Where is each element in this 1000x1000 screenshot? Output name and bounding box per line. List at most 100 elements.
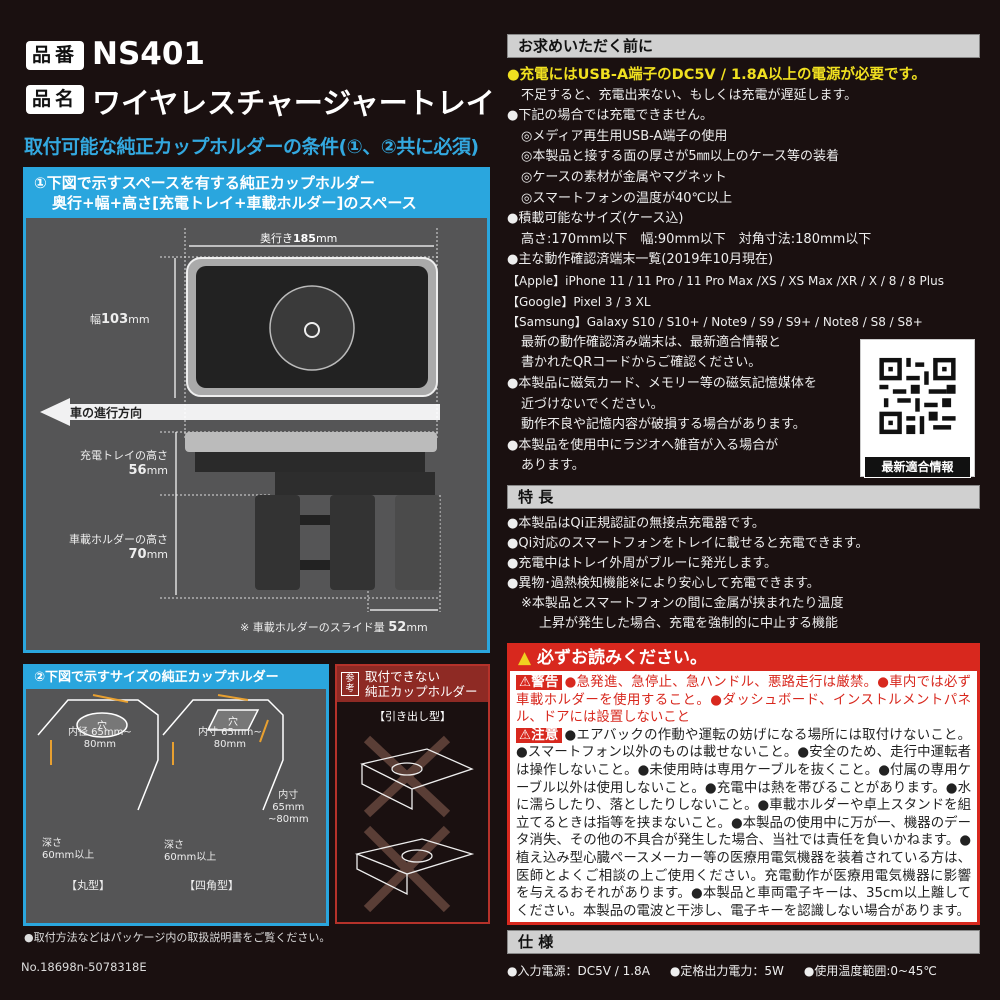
before-use-line: 書かれたQRコードからご確認ください。 (521, 355, 762, 371)
feature-item: ●充電中はトレイ外周がブルーに発光します。 (507, 556, 778, 571)
before-use-line: ●本製品を使用中にラジオへ雑音が入る場合が (507, 437, 779, 453)
holder-height-label: 車載ホルダーの高さ (69, 533, 168, 546)
round-type-label: 【丸型】 (66, 879, 110, 892)
slide-amount: ※ 車載ホルダーのスライド量 52mm (240, 620, 428, 635)
round-inner-dim: 内径 65mm~80mm (68, 727, 132, 751)
before-use-line: ◎本製品と接する面の厚さが5㎜以上のケース等の装着 (521, 149, 839, 165)
tray-height-value: 56 (128, 463, 147, 478)
feature-note: ※本製品とスマートフォンの間に金属が挟まれたり温度 (521, 596, 844, 611)
square-inner-label2: 80mm (213, 739, 246, 750)
square-depth-label: 深さ (164, 840, 184, 851)
width-unit: mm (128, 313, 150, 326)
square-side-label2: 65mm (272, 802, 305, 813)
before-use-line: 不足すると、充電出来ない、もしくは充電が遅延します。 (521, 87, 858, 103)
before-use-line: ●主な動作確認済端末一覧(2019年10月現在) (507, 252, 774, 268)
warning-title: 必ずお読みください。 (537, 648, 707, 668)
spec-input-power: ●入力電源：DC5V / 1.8A (507, 964, 650, 978)
caution-text: ●エアバックの作動や運転の妨げになる場所には取付けないこと。●スマートフォン以外… (516, 727, 971, 919)
tray-height-unit: mm (146, 464, 168, 477)
specs-list: ●入力電源：DC5V / 1.8A ●定格出力電力：5W ●使用温度範囲:0~4… (507, 962, 937, 979)
tray-height-label: 充電トレイの高さ (80, 449, 168, 462)
drawer-type-cupholder-illustration (354, 735, 475, 913)
before-use-line: ◎スマートフォンの温度が40℃以上 (521, 190, 733, 206)
spec-temperature-range: ●使用温度範囲:0~45℃ (803, 964, 937, 978)
condition1-header: ①下図で示すスペースを有する純正カップホルダー 奥行+幅+高さ[充電トレイ+車載… (26, 170, 487, 218)
reference-type: 【引き出し型】 (374, 710, 451, 723)
before-use-line: 動作不良や記憶内容が破損する場合があります。 (521, 417, 806, 433)
width-value: 103 (101, 312, 129, 327)
warning-triangle-icon: ▲ (518, 648, 532, 668)
caution-tag-label: 注意 (531, 727, 559, 743)
warning-header: ▲ 必ずお読みください。 (510, 646, 977, 671)
before-use-line: ◎メディア再生用USB-A端子の使用 (521, 128, 728, 144)
round-inner-label2: 80mm (83, 739, 116, 750)
square-inner-label: 内寸 65mm~ (198, 727, 262, 738)
cup-holder-shapes-diagram: 穴 穴 (37, 694, 284, 811)
depth-unit: mm (315, 232, 338, 245)
device-list-apple: 【Apple】iPhone 11 / 11 Pro / 11 Pro Max /… (507, 273, 944, 288)
slide-value: 52 (388, 620, 407, 635)
reference-header: 参考 取付できない純正カップホルダー (337, 666, 488, 702)
warning-panel: ▲ 必ずお読みください。 ⚠警告●急発進、急停止、急ハンドル、悪路走行は厳禁。●… (507, 643, 980, 925)
product-code: No.18698n-5078318E (21, 960, 147, 974)
specs-title: 仕 様 (507, 930, 980, 954)
before-use-line: 近づけないでください。 (521, 396, 664, 412)
spec-output-power: ●定格出力電力：5W (669, 964, 784, 978)
qr-code-panel[interactable]: 最新適合情報 (860, 339, 975, 478)
installation-footnote: ●取付方法などはパッケージ内の取扱説明書をご覧ください。 (24, 931, 331, 944)
before-use-content: ●充電にはUSB-A端子のDC5V / 1.8A以上の電源が必要です。 不足する… (507, 65, 944, 477)
depth-value: 185 (293, 232, 316, 245)
square-side-label3: ~80mm (268, 814, 309, 825)
round-hole-label: 穴 (97, 719, 107, 732)
square-inner-dim: 内寸 65mm~80mm (198, 727, 262, 751)
before-use-line: ●本製品に磁気カード、メモリー等の磁気記憶媒体を (507, 375, 817, 391)
model-number: NS401 (92, 36, 205, 72)
product-name-label: 品名 (26, 85, 84, 114)
device-list-samsung: 【Samsung】Galaxy S10 / S10+ / Note9 / S9 … (507, 315, 923, 330)
warning-text: ●急発進、急停止、急ハンドル、悪路走行は厳禁。●車内では必ず車載ホルダーを使用す… (516, 675, 972, 726)
warning-body: ⚠警告●急発進、急停止、急ハンドル、悪路走行は厳禁。●車内では必ず車載ホルダーを… (510, 671, 977, 923)
square-depth-value: 60mm以上 (164, 852, 217, 863)
width-label: 幅 (90, 313, 101, 326)
model-number-label: 品番 (26, 41, 84, 70)
condition2-title: ②下図で示すサイズの純正カップホルダー (26, 667, 326, 689)
square-type-label: 【四角型】 (184, 879, 239, 892)
before-use-line: ◎ケースの素材が金属やマグネット (521, 169, 727, 185)
caution-tag: ⚠注意 (516, 727, 562, 743)
condition1-title-line1: ①下図で示すスペースを有する純正カップホルダー (34, 174, 375, 192)
warning-tag: ⚠警告 (516, 675, 562, 690)
reference-title-line2: 純正カップホルダー (365, 684, 478, 699)
depth-dimension: 奥行き185mm (260, 230, 337, 246)
reference-panel: 参考 取付できない純正カップホルダー 【引き出し型】 (335, 664, 490, 924)
before-use-line: 高さ:170mm以下 幅:90mm以下 対角寸法:180mm以下 (521, 231, 872, 247)
before-use-line: 最新の動作確認済み端末は、最新適合情報と (521, 334, 782, 350)
qr-code-label: 最新適合情報 (864, 456, 971, 478)
holder-height-value: 70 (128, 547, 147, 562)
qr-code[interactable] (861, 340, 974, 452)
round-depth-value: 60mm以上 (42, 850, 95, 861)
square-side-label1: 内寸 (278, 790, 299, 801)
features-title: 特 長 (507, 485, 980, 509)
conditions-title: 取付可能な純正カップホルダーの条件(①、②共に必須) (24, 136, 479, 158)
condition2-panel: ②下図で示すサイズの純正カップホルダー (23, 664, 329, 926)
features-content: ●本製品はQi正規認証の無接点充電器です。 ●Qi対応のスマートフォンをトレイに… (507, 514, 869, 634)
feature-item: ●本製品はQi正規認証の無接点充電器です。 (507, 516, 765, 531)
device-list-google: 【Google】Pixel 3 / 3 XL (507, 294, 651, 309)
before-use-line: ●積載可能なサイズ(ケース込) (507, 211, 684, 227)
before-use-line: ●下記の場合では充電できません。 (507, 108, 713, 124)
round-depth-label: 深さ (42, 838, 62, 849)
product-name: ワイヤレスチャージャートレイ (92, 86, 495, 120)
width-dimension: 幅103mm (90, 312, 150, 327)
holder-height-unit: mm (146, 548, 168, 561)
power-requirement: ●充電にはUSB-A端子のDC5V / 1.8A以上の電源が必要です。 (507, 67, 926, 83)
slide-label: ※ 車載ホルダーのスライド量 (240, 621, 385, 634)
depth-label: 奥行き (260, 232, 293, 245)
tray-dimension-diagram (40, 228, 441, 612)
before-use-line: あります。 (521, 458, 585, 474)
slide-unit: mm (406, 621, 428, 634)
